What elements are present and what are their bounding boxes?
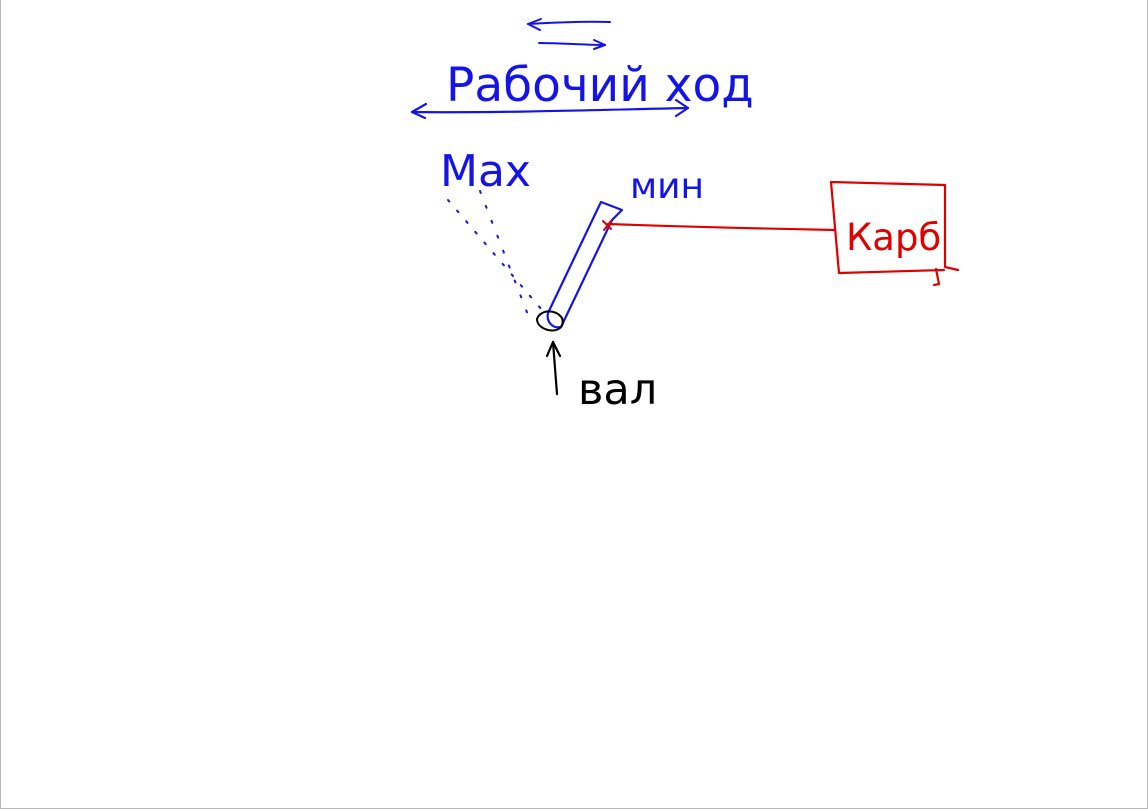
max-label: Max (440, 146, 531, 197)
carb-box: Карб (829, 180, 960, 287)
lever-arm (536, 200, 624, 332)
shaft-pointer-arrow (545, 340, 562, 396)
carb-rod (602, 220, 837, 232)
working-stroke-arrow (410, 98, 690, 120)
max-position-dotted-line (447, 190, 549, 321)
shaft-label: вал (578, 365, 657, 415)
min-label: мин (630, 166, 704, 207)
direction-arrows-top (527, 18, 611, 50)
carb-label: Карб (846, 216, 941, 259)
working-stroke-label: Рабочий ход (446, 58, 754, 113)
